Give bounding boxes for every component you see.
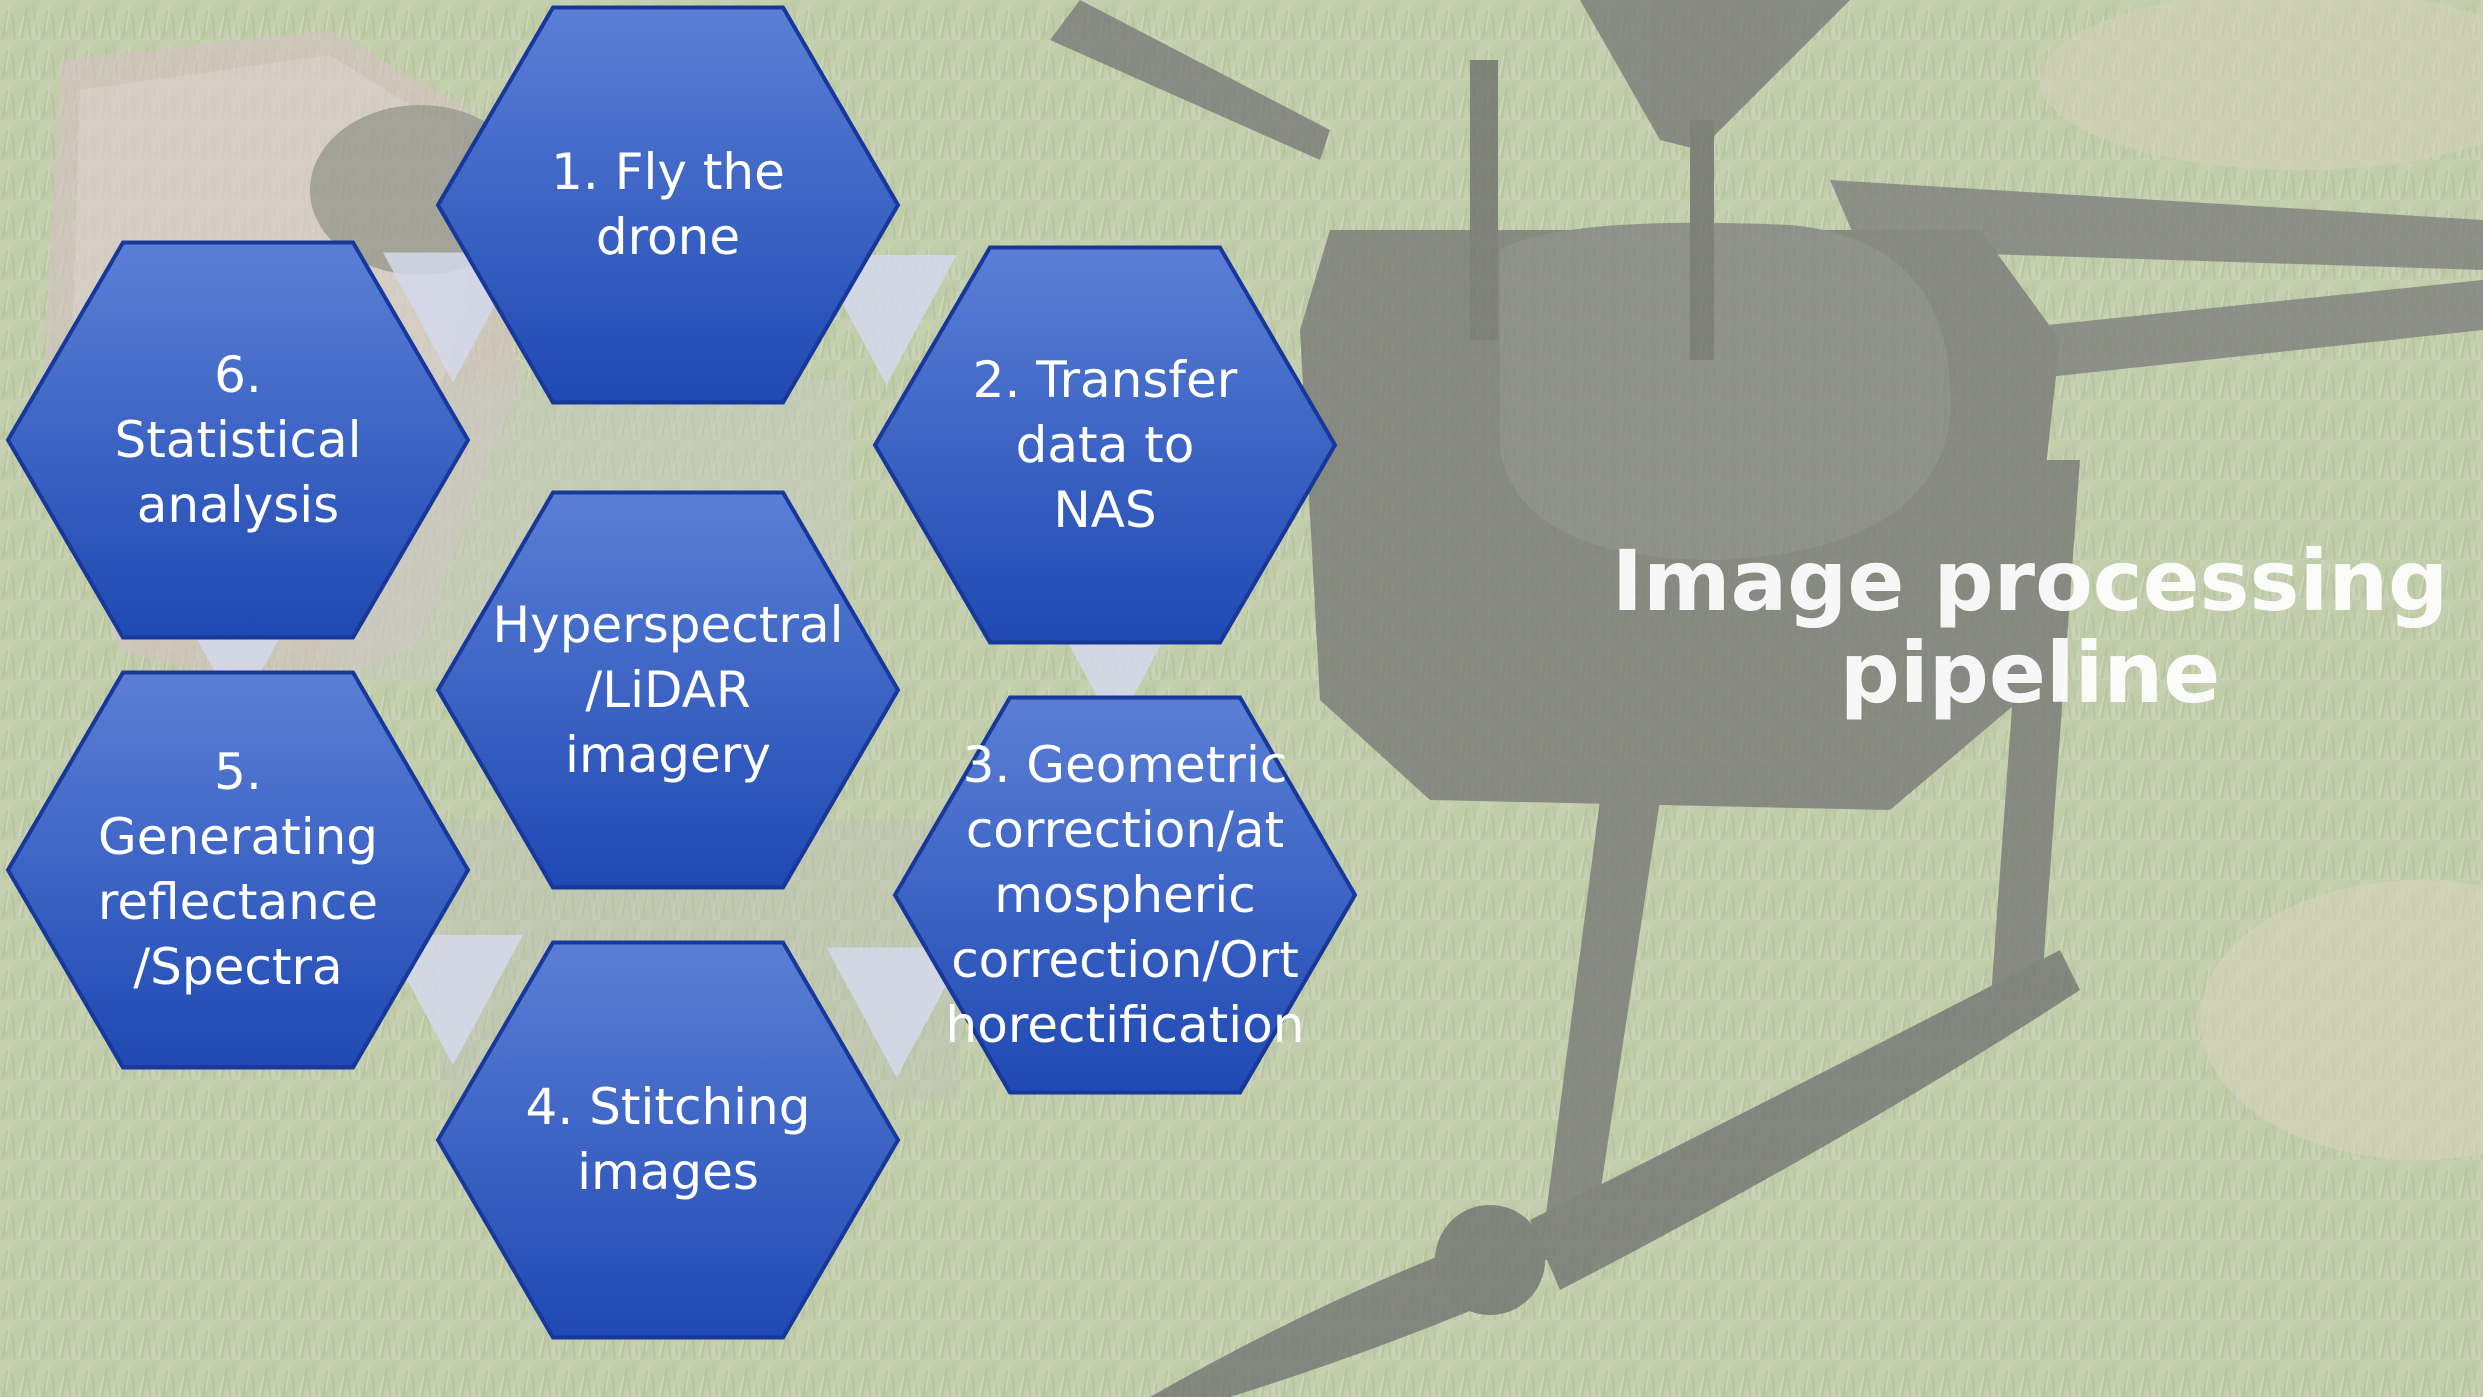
hex-connector	[383, 935, 523, 1065]
step-hexagon-5	[5, 670, 471, 1070]
step-hexagon-2	[872, 245, 1338, 645]
step-hexagon-1	[435, 5, 901, 405]
step-hexagon-4	[435, 940, 901, 1340]
drone-photo-region	[1050, 0, 2483, 1397]
hex-connector	[826, 947, 967, 1078]
center-hexagon	[435, 490, 901, 890]
pipeline-title: Image processing pipeline	[1611, 532, 2449, 723]
step-hexagon-3	[892, 695, 1358, 1095]
step-hexagon-6	[5, 240, 471, 640]
